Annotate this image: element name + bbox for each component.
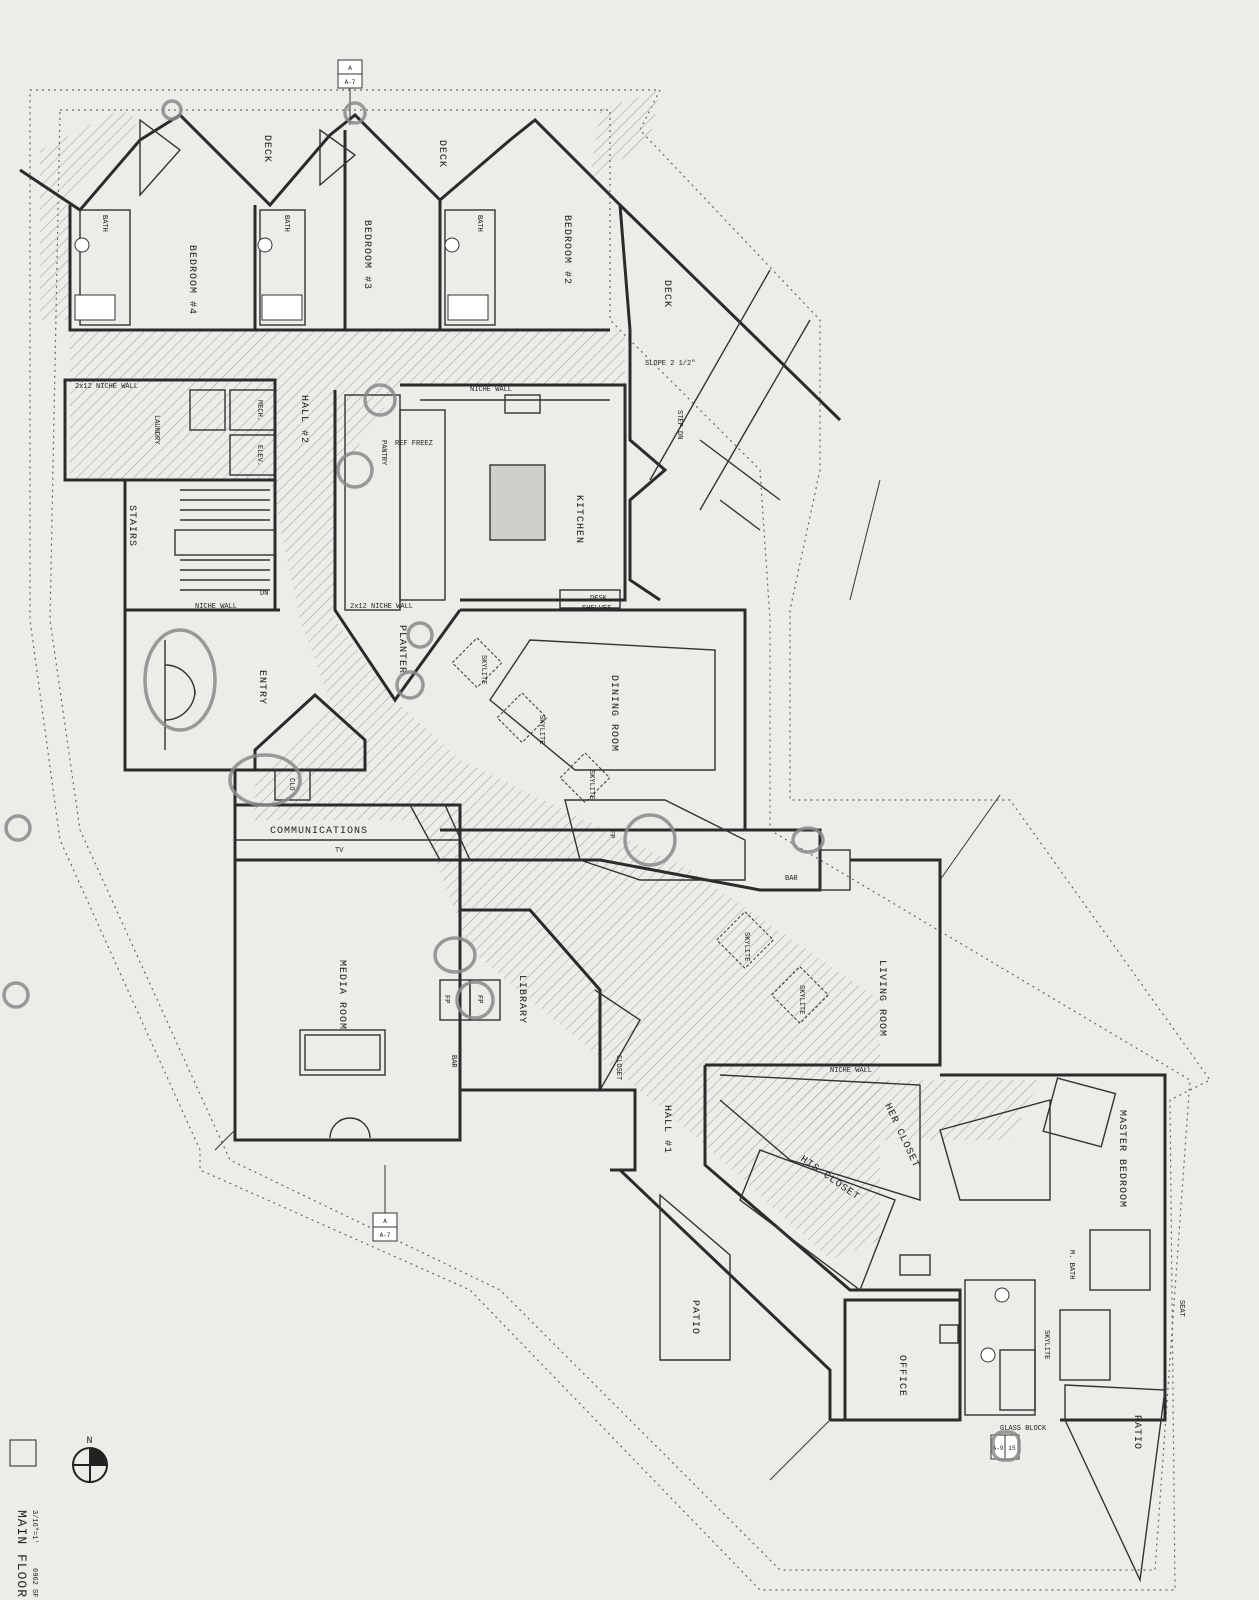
note-seat: SEAT [1177,1300,1185,1317]
note-niche-wall-5: NICHE WALL [830,1067,872,1075]
label-living: LIVING ROOM [876,960,887,1037]
label-bedroom4: BEDROOM #4 [186,245,197,315]
label-clo: CLO [287,778,295,791]
note-skylite-3: SKYLITE [587,770,595,799]
sheet-title: MAIN FLOOR P [14,1510,29,1600]
note-niche-wall-3: NICHE WALL [195,603,237,611]
note-skylite-1: SKYLITE [479,655,487,684]
north-arrow-icon: N [72,1436,108,1483]
hatched-floor-areas [40,90,1040,1260]
note-bar-1: BAR [785,875,798,883]
label-patio1: PATIO [689,1300,700,1335]
svg-text:A-7: A-7 [380,1232,391,1239]
label-dining: DINING ROOM [608,675,619,752]
note-skylite-5: SKYLITE [797,985,805,1014]
label-library: LIBRARY [516,975,527,1024]
label-deck2: DECK [436,140,447,168]
library [439,908,641,1092]
note-dn: DN [260,590,268,598]
note-glass-block: GLASS BLOCK [1000,1425,1047,1433]
svg-text:A-9: A-9 [993,1445,1004,1452]
living-room [705,858,942,1067]
core [63,378,280,612]
bedroom-wing [19,112,632,332]
deck-east [618,203,842,602]
media-room [233,858,462,1142]
label-mbath: M. BATH [1067,1250,1075,1279]
label-hall2: HALL #2 [298,395,309,444]
label-closet: CLOSET [614,1055,622,1080]
title-block: MAIN FLOOR P 3/16"=1' 6962 SF [9,1439,38,1600]
note-bar-2: BAR [449,1055,457,1068]
note-fp-3: FP [475,995,483,1003]
note-tv: TV [335,847,344,855]
note-niche-wall-1: 2x12 NICHE WALL [75,383,138,391]
label-entry: ENTRY [256,670,267,705]
sheet-scale: 3/16"=1' [30,1510,38,1544]
svg-text:A: A [348,65,352,72]
section-tag-bottom: A A-7 [372,1212,398,1242]
note-desk: DESK [590,595,608,603]
note-shelves: SHELVES [582,605,611,613]
fireplace-bar-spine [440,799,851,892]
roof-eave-outline [29,89,1211,1591]
label-master: MASTER BEDROOM [1116,1110,1127,1208]
label-bath3: BATH [475,215,483,232]
label-bedroom3: BEDROOM #3 [361,220,372,290]
note-skylite-4: SKYLITE [742,932,750,961]
note-skylite-2: SKYLITE [537,715,545,744]
review-markup-circles [2,99,1021,1462]
label-communications: COMMUNICATIONS [270,826,368,837]
label-elev: ELEV. [255,445,263,466]
label-media: MEDIA ROOM [336,960,347,1030]
entry [123,610,367,801]
label-stairs: STAIRS [126,505,137,547]
label-pantry: PANTRY [379,440,387,466]
note-ref-freez: REF FREEZ [395,440,433,448]
note-fp-2: FP [442,995,450,1003]
note-niche-wall-4: 2x12 NICHE WALL [350,603,413,611]
label-hall1: HALL #1 [661,1105,672,1154]
label-mech: MECH. [255,400,263,421]
section-tag-top: A A-7 [337,59,363,89]
north-label: N [86,1436,93,1447]
svg-text:A-7: A-7 [345,79,356,86]
svg-text:A: A [383,1218,387,1225]
note-slope: SLOPE 2 1/2" [645,360,695,368]
label-bath2: BATH [282,215,290,232]
note-skylite-6: SKYLITE [1042,1330,1050,1359]
svg-text:15: 15 [1008,1445,1016,1452]
note-fp-1: FP [607,830,615,838]
note-niche-wall-2: NICHE WALL [470,386,512,394]
note-laundry: LAUNDRY [152,415,160,445]
sheet-area: 6962 SF [30,1568,38,1597]
dining-room [451,608,747,830]
label-deck-main: DECK [661,280,672,308]
label-bath1: BATH [100,215,108,232]
label-kitchen: KITCHEN [573,495,584,544]
note-step-dn: STEP DN [675,410,683,439]
label-patio2: PATIO [1131,1415,1142,1450]
annotation-notes: 2x12 NICHE WALL NICHE WALL NICHE WALL 2x… [75,360,1185,1433]
hall-1-office [600,1088,962,1422]
label-office: OFFICE [896,1355,907,1397]
kitchen [333,383,627,703]
section-tags: A A-7 A A-7 15 A-9 [214,59,1020,1481]
label-bedroom2: BEDROOM #2 [561,215,572,285]
label-planter: PLANTER [396,625,407,674]
label-deck1: DECK [261,135,272,163]
